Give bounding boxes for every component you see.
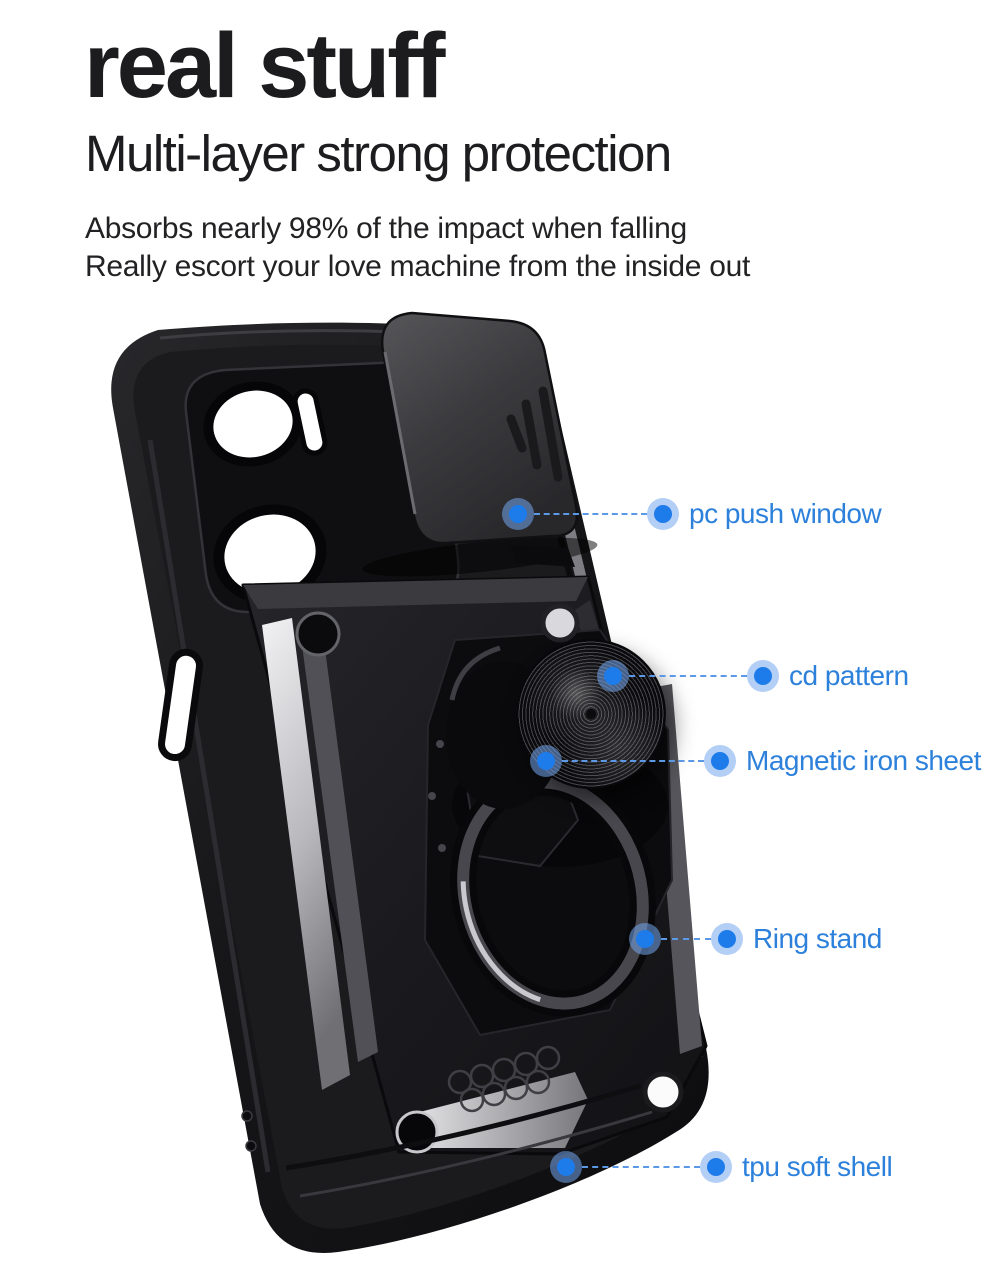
camera-lens-hole-1 <box>203 381 303 467</box>
callout-label: Ring stand <box>753 923 882 954</box>
description-line-1: Absorbs nearly 98% of the impact when fa… <box>85 212 687 245</box>
side-button-slot <box>158 648 204 762</box>
case-left-ridge <box>147 439 271 1173</box>
callout-dot-at-label <box>647 498 679 530</box>
callout-dot-on-product <box>629 923 661 955</box>
callout-label: cd pattern <box>789 660 909 691</box>
callout-dashed-line <box>629 675 747 677</box>
callout-dashed-line <box>661 938 711 940</box>
callout-dot-at-label <box>700 1151 732 1183</box>
description-text: Absorbs nearly 98% of the impact when fa… <box>85 210 750 286</box>
callout-dot-at-label <box>704 745 736 777</box>
camera-slide-cover <box>362 311 598 577</box>
callout-ring-stand: Ring stand <box>629 923 882 955</box>
callout-dot-on-product <box>550 1151 582 1183</box>
callout-pc-push-window: pc push window <box>502 498 882 530</box>
callout-dashed-line <box>562 760 704 762</box>
callout-cd-pattern: cd pattern <box>597 660 909 692</box>
page-subtitle: Multi-layer strong protection <box>85 125 672 182</box>
bottom-port-dots <box>241 1110 257 1152</box>
tpu-bottom-seam-inner <box>285 1083 641 1171</box>
plate-screw-top-right <box>540 603 580 643</box>
callout-dashed-line <box>534 513 647 515</box>
callout-dot-on-product <box>502 498 534 530</box>
plate-left-bevel-silver <box>262 618 350 1090</box>
description-line-2: Really escort your love machine from the… <box>85 250 751 283</box>
plate-top-bevel <box>243 577 588 609</box>
callout-label: pc push window <box>689 498 882 529</box>
callout-label: Magnetic iron sheet <box>746 745 981 776</box>
honeycomb-texture <box>447 1045 561 1113</box>
cover-left-edge-highlight <box>383 351 417 515</box>
page-title: real stuff <box>84 15 446 117</box>
callout-dot-at-label <box>711 923 743 955</box>
plate-bottom-bevel-silver <box>400 1072 588 1148</box>
callout-dot-on-product <box>597 660 629 692</box>
callout-dot-at-label <box>747 660 779 692</box>
callout-tpu-soft-shell: tpu soft shell <box>550 1151 893 1183</box>
callout-magnetic-iron-sheet: Magnetic iron sheet <box>530 745 981 777</box>
plate-screw-bottom-right <box>642 1071 684 1113</box>
callout-dot-on-product <box>530 745 562 777</box>
cover-grip-lines <box>506 386 563 482</box>
callout-label: tpu soft shell <box>742 1151 893 1182</box>
callout-dashed-line <box>582 1166 700 1168</box>
tpu-bottom-seam-outer <box>299 1110 653 1198</box>
camera-lens-hole-2 <box>213 504 327 604</box>
plate-screw-top-left <box>295 611 341 657</box>
flash-cutout <box>292 388 328 456</box>
plate-left-bevel-dark <box>300 626 378 1062</box>
